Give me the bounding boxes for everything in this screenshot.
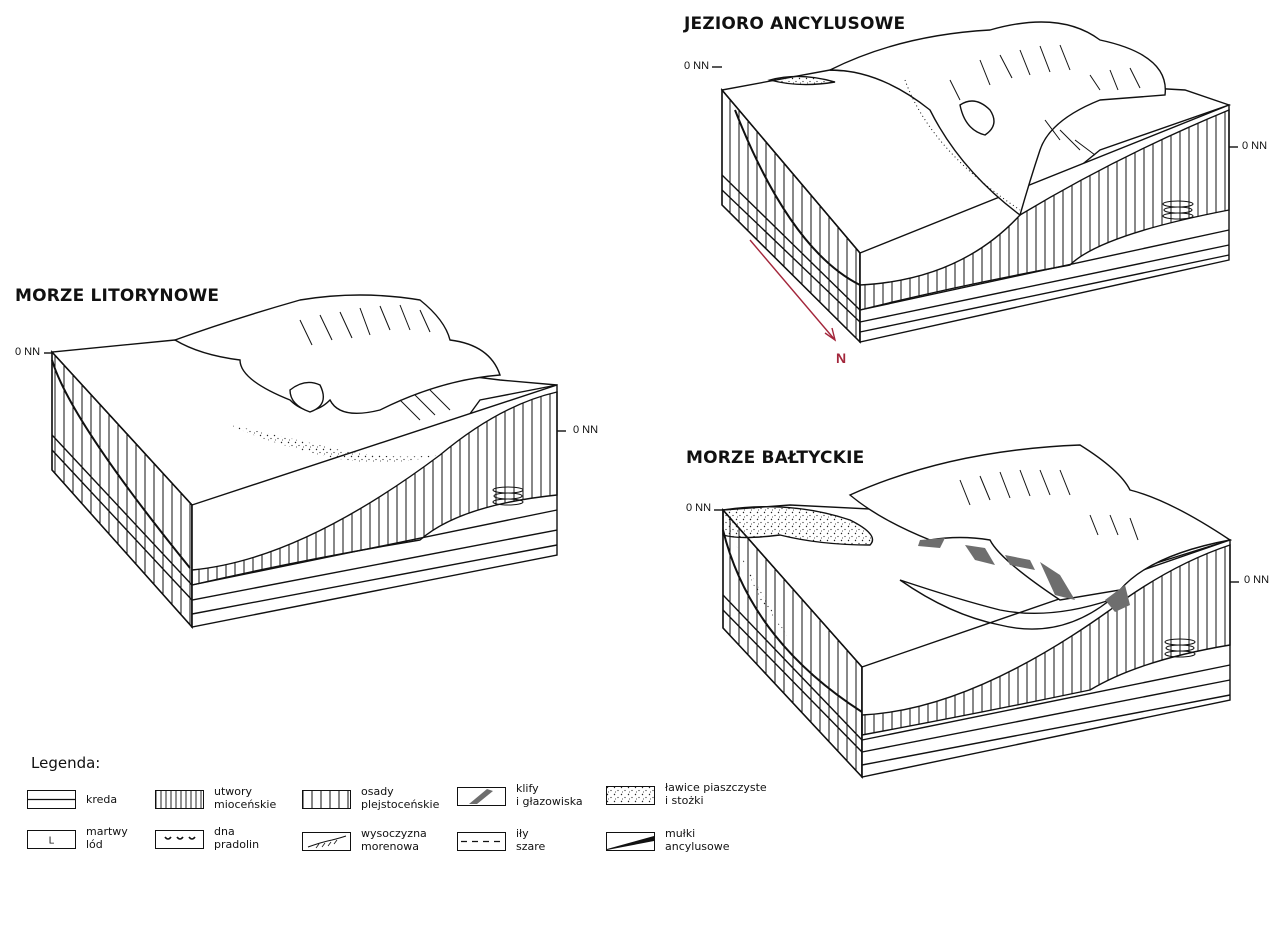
legend-label: iły bbox=[516, 827, 529, 840]
sea-level-label-right: 0 NN bbox=[1242, 140, 1268, 152]
valley-floor-icon bbox=[155, 830, 204, 849]
dense-vertical-hatch-icon bbox=[155, 790, 204, 809]
legend-label: ławice piaszczyste bbox=[665, 781, 767, 794]
double-line-icon bbox=[27, 790, 76, 809]
block-title-baltic: MORZE BAŁTYCKIE bbox=[686, 448, 865, 468]
legend-label: klify bbox=[516, 782, 539, 795]
legend-label: martwy bbox=[86, 825, 128, 838]
legend-label: pradolin bbox=[214, 838, 260, 851]
legend-title: Legenda: bbox=[31, 754, 101, 772]
legend-label: osady bbox=[361, 785, 394, 798]
legend-label: mioceńskie bbox=[214, 798, 277, 811]
wedge-icon bbox=[606, 832, 655, 851]
vertical-hatch-icon bbox=[302, 790, 351, 809]
sea-level-label-left: 0 NN bbox=[686, 502, 712, 514]
legend-label: utwory bbox=[214, 785, 253, 798]
cliff-icon bbox=[457, 787, 506, 806]
sea-level-label-right: 0 NN bbox=[1244, 574, 1270, 586]
legend-label: morenowa bbox=[361, 840, 419, 853]
legend-label: kreda bbox=[86, 793, 118, 806]
legend-label: szare bbox=[516, 840, 546, 853]
dead-ice-icon: L bbox=[27, 830, 76, 849]
legend-label: i głazowiska bbox=[516, 795, 583, 808]
sea-level-label-left: 0 NN bbox=[684, 60, 710, 72]
moraine-icon bbox=[302, 832, 351, 851]
legend-label: dna bbox=[214, 825, 235, 838]
legend-label: mułki bbox=[665, 827, 696, 840]
dashed-line-icon bbox=[457, 832, 506, 851]
stipple-icon bbox=[606, 786, 655, 805]
dead-ice-letter: L bbox=[49, 836, 55, 847]
block-title-litorina: MORZE LITORYNOWE bbox=[15, 286, 220, 306]
legend-label: ancylusowe bbox=[665, 840, 730, 853]
legend-label: lód bbox=[86, 838, 103, 851]
legend-label: plejstoceńskie bbox=[361, 798, 440, 811]
legend-label: wysoczyzna bbox=[361, 827, 427, 840]
sea-level-label-right: 0 NN bbox=[573, 424, 599, 436]
block-title-ancylus: JEZIORO ANCYLUSOWE bbox=[684, 14, 906, 34]
sea-level-label-left: 0 NN bbox=[15, 346, 41, 358]
north-arrow-label: N bbox=[836, 350, 847, 366]
legend-label: i stożki bbox=[665, 794, 704, 807]
